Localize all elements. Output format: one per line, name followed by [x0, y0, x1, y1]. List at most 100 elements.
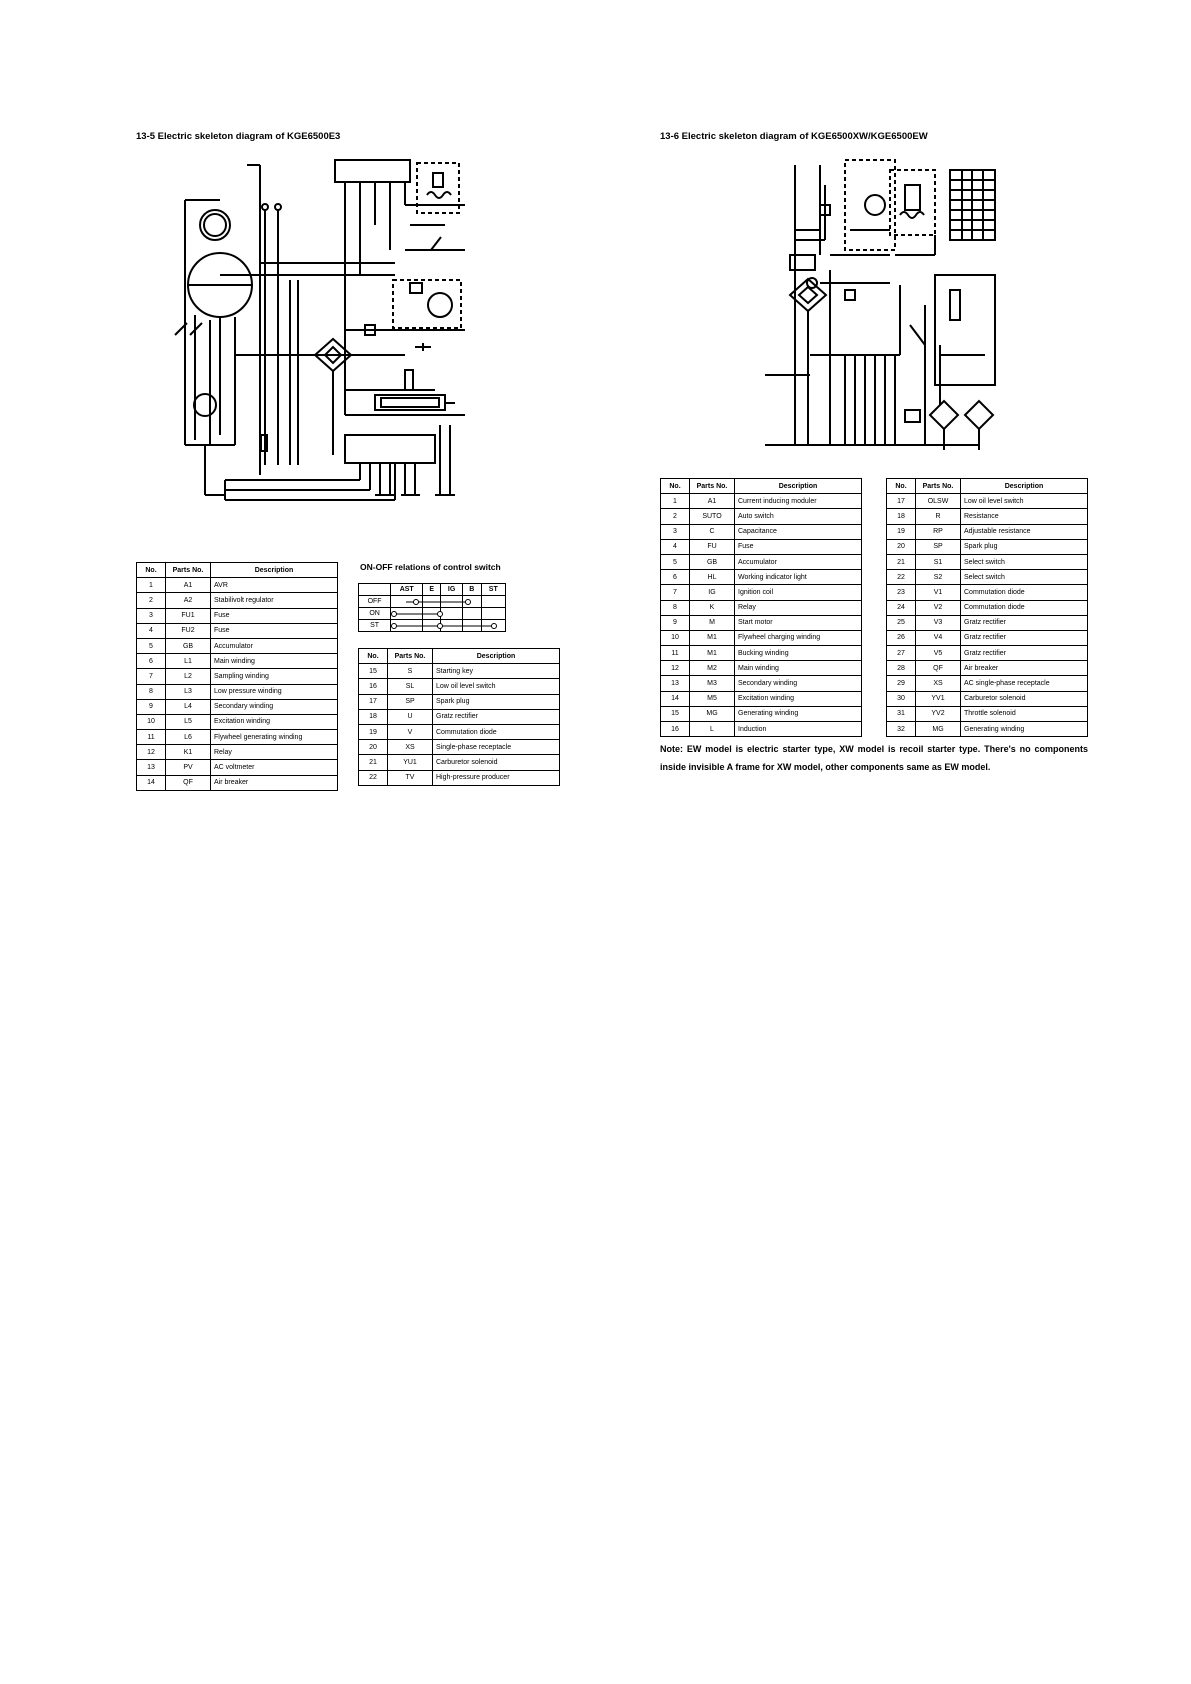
cell-description: Excitation winding [734, 690, 862, 707]
cell-no: 13 [660, 675, 690, 692]
cell-description: Main winding [210, 653, 338, 670]
cell-no: 3 [136, 607, 166, 624]
cell-parts-no: FU2 [165, 622, 211, 639]
cell-description: Resistance [960, 508, 1088, 525]
cell-no: 20 [358, 739, 388, 756]
cell-description: Single-phase receptacle [432, 739, 560, 756]
cell-no: 10 [136, 713, 166, 731]
table-header-row: No. Parts No. Description [136, 561, 338, 579]
cell-description: Flywheel generating winding [210, 729, 338, 746]
cell-no: 6 [136, 653, 166, 670]
cell-description: Generating winding [960, 720, 1088, 738]
cell-no: 15 [660, 705, 690, 723]
cell-description: Accumulator [210, 637, 338, 655]
cell-no: 19 [886, 523, 916, 540]
cell-parts-no: L3 [165, 683, 211, 700]
cell-no: 24 [886, 599, 916, 616]
cell-no: 1 [136, 577, 166, 594]
cell-no: 17 [358, 693, 388, 710]
cell-parts-no: MG [915, 720, 961, 738]
cell-description: Main winding [734, 660, 862, 677]
cell-parts-no: S2 [915, 569, 961, 586]
cell-no: 29 [886, 675, 916, 692]
cell-description: Carburetor solenoid [432, 754, 560, 771]
cell-parts-no: M [689, 614, 735, 631]
cell-no: 28 [886, 660, 916, 677]
cell-description: Fuse [210, 622, 338, 639]
cell-description: Auto switch [734, 508, 862, 525]
cell-description: Gratz rectifier [960, 629, 1088, 647]
cell-parts-no: M1 [689, 629, 735, 647]
cell-parts-no: L4 [165, 698, 211, 715]
cell-description: Generating winding [734, 705, 862, 723]
cell-description: Secondary winding [734, 675, 862, 692]
cell-parts-no: SUTO [689, 508, 735, 525]
cell-description: AC single-phase receptacle [960, 675, 1088, 692]
cell-parts-no: C [689, 523, 735, 540]
column-header-description: Description [210, 561, 338, 579]
cell-parts-no: HL [689, 569, 735, 586]
cell-no: 4 [660, 538, 690, 555]
cell-description: Gratz rectifier [432, 708, 560, 725]
column-header-no: No. [886, 477, 916, 495]
cell-no: 11 [136, 729, 166, 746]
cell-no: 13 [136, 759, 166, 776]
cell-description: Low oil level switch [432, 678, 560, 695]
cell-no: 19 [358, 723, 388, 741]
cell-parts-no: YU1 [387, 754, 433, 771]
cell-no: 12 [136, 744, 166, 761]
cell-description: AVR [210, 577, 338, 594]
cell-no: 30 [886, 690, 916, 707]
cell-no: 14 [660, 690, 690, 707]
cell-description: Air breaker [210, 774, 338, 791]
column-header-no: No. [136, 561, 166, 579]
switch-header-row: AST E IG B ST [357, 583, 507, 596]
cell-description: Starting key [432, 663, 560, 680]
cell-parts-no: M5 [689, 690, 735, 707]
cell-parts-no: R [915, 508, 961, 525]
cell-no: 12 [660, 660, 690, 677]
switch-connection-lines [391, 599, 497, 629]
cell-no: 14 [136, 774, 166, 791]
cell-parts-no: V2 [915, 599, 961, 616]
cell-description: Commutation diode [960, 584, 1088, 601]
cell-description: Low oil level switch [960, 493, 1088, 510]
cell-parts-no: U [387, 708, 433, 725]
cell-no: 32 [886, 720, 916, 738]
cell-parts-no: V5 [915, 645, 961, 662]
cell-parts-no: YV1 [915, 690, 961, 707]
cell-parts-no: V [387, 723, 433, 741]
cell-parts-no: L2 [165, 668, 211, 685]
cell-description: Relay [210, 744, 338, 761]
